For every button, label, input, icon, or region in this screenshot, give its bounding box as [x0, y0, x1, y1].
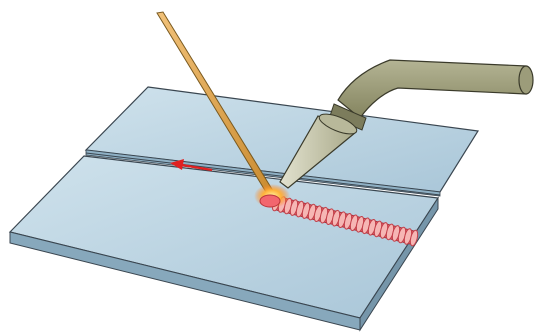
- flame-glow: [254, 184, 290, 208]
